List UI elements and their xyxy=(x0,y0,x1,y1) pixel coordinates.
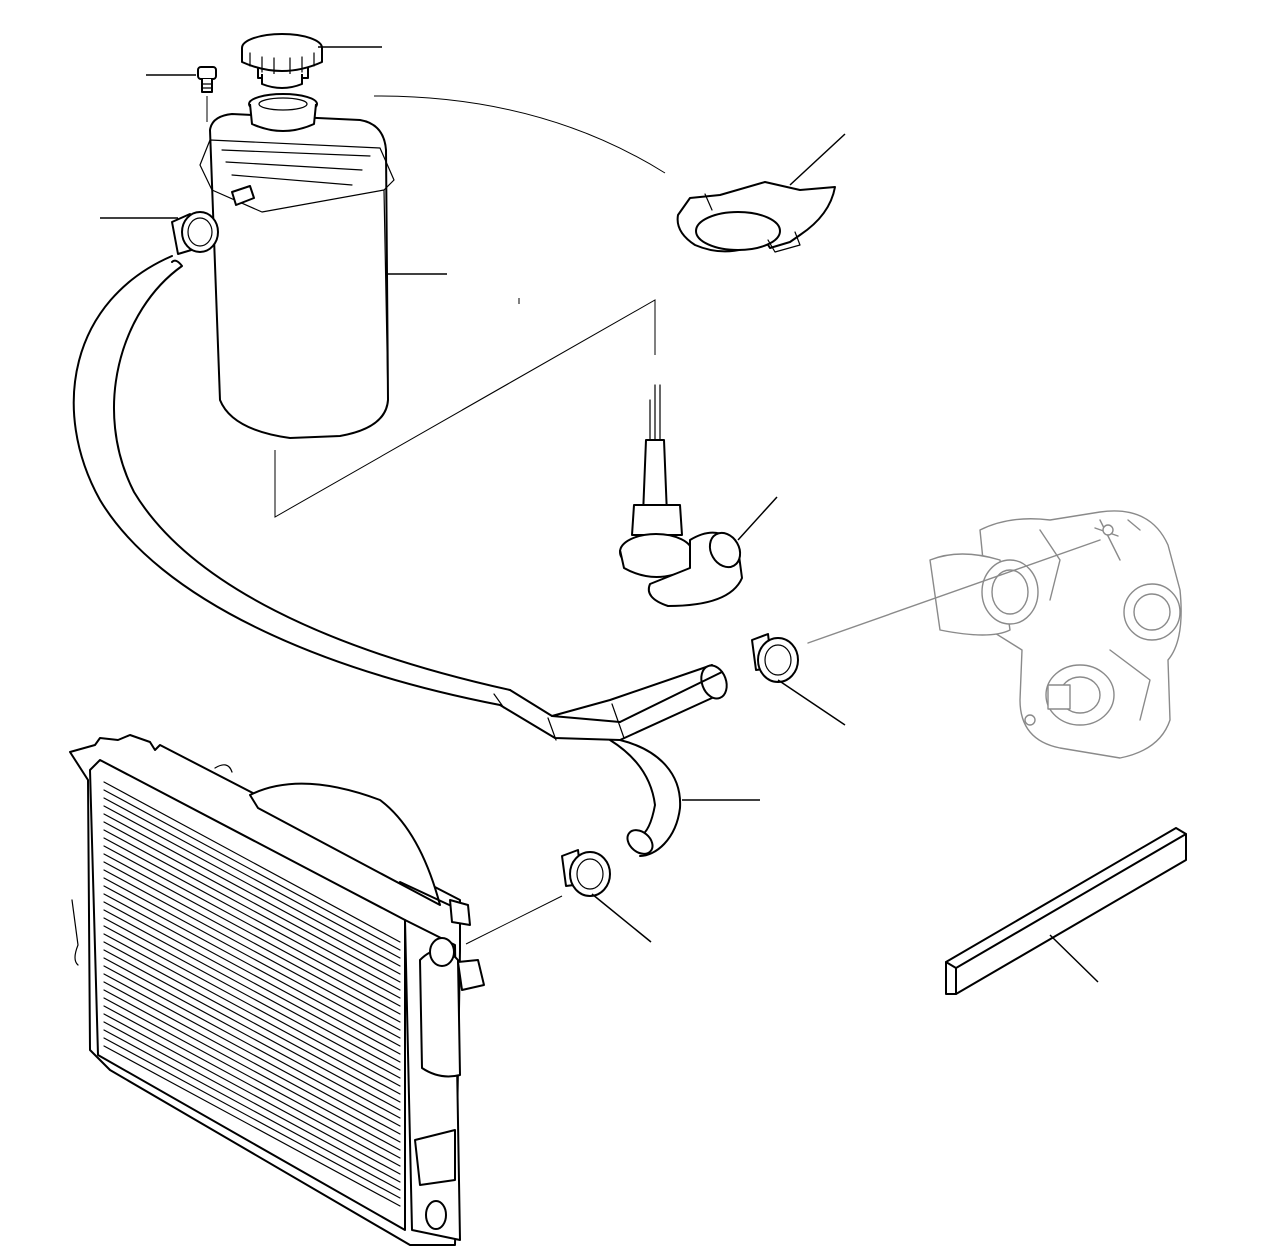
coolant-hose-long[interactable] xyxy=(72,255,731,859)
leader-line-foam-strip xyxy=(1049,934,1099,983)
expansion-tank[interactable] xyxy=(199,93,395,439)
leader-line-mounting-pad xyxy=(789,133,846,186)
assembly-bracket-lines xyxy=(274,299,656,518)
hose-clamp-thermostat[interactable] xyxy=(751,633,799,683)
connection-line-radiator xyxy=(465,895,563,945)
connection-line-cap-to-pad xyxy=(373,95,666,174)
coolant-level-sensor[interactable] xyxy=(619,384,746,607)
bolt[interactable] xyxy=(197,66,217,93)
engine-thermostat-housing xyxy=(929,510,1182,759)
tank-mounting-pad[interactable] xyxy=(676,181,836,253)
leader-line-clamp-radiator xyxy=(591,893,652,943)
hose-clamp-radiator[interactable] xyxy=(561,849,611,897)
leader-line-clamp-thermostat xyxy=(777,679,846,726)
leader-line-level-sensor xyxy=(737,496,778,541)
hose-clamp-tank[interactable] xyxy=(171,211,219,255)
filler-cap[interactable] xyxy=(241,33,323,89)
radiator[interactable] xyxy=(69,734,485,1246)
foam-strip[interactable] xyxy=(945,827,1187,995)
connection-line-thermostat xyxy=(807,539,1101,644)
